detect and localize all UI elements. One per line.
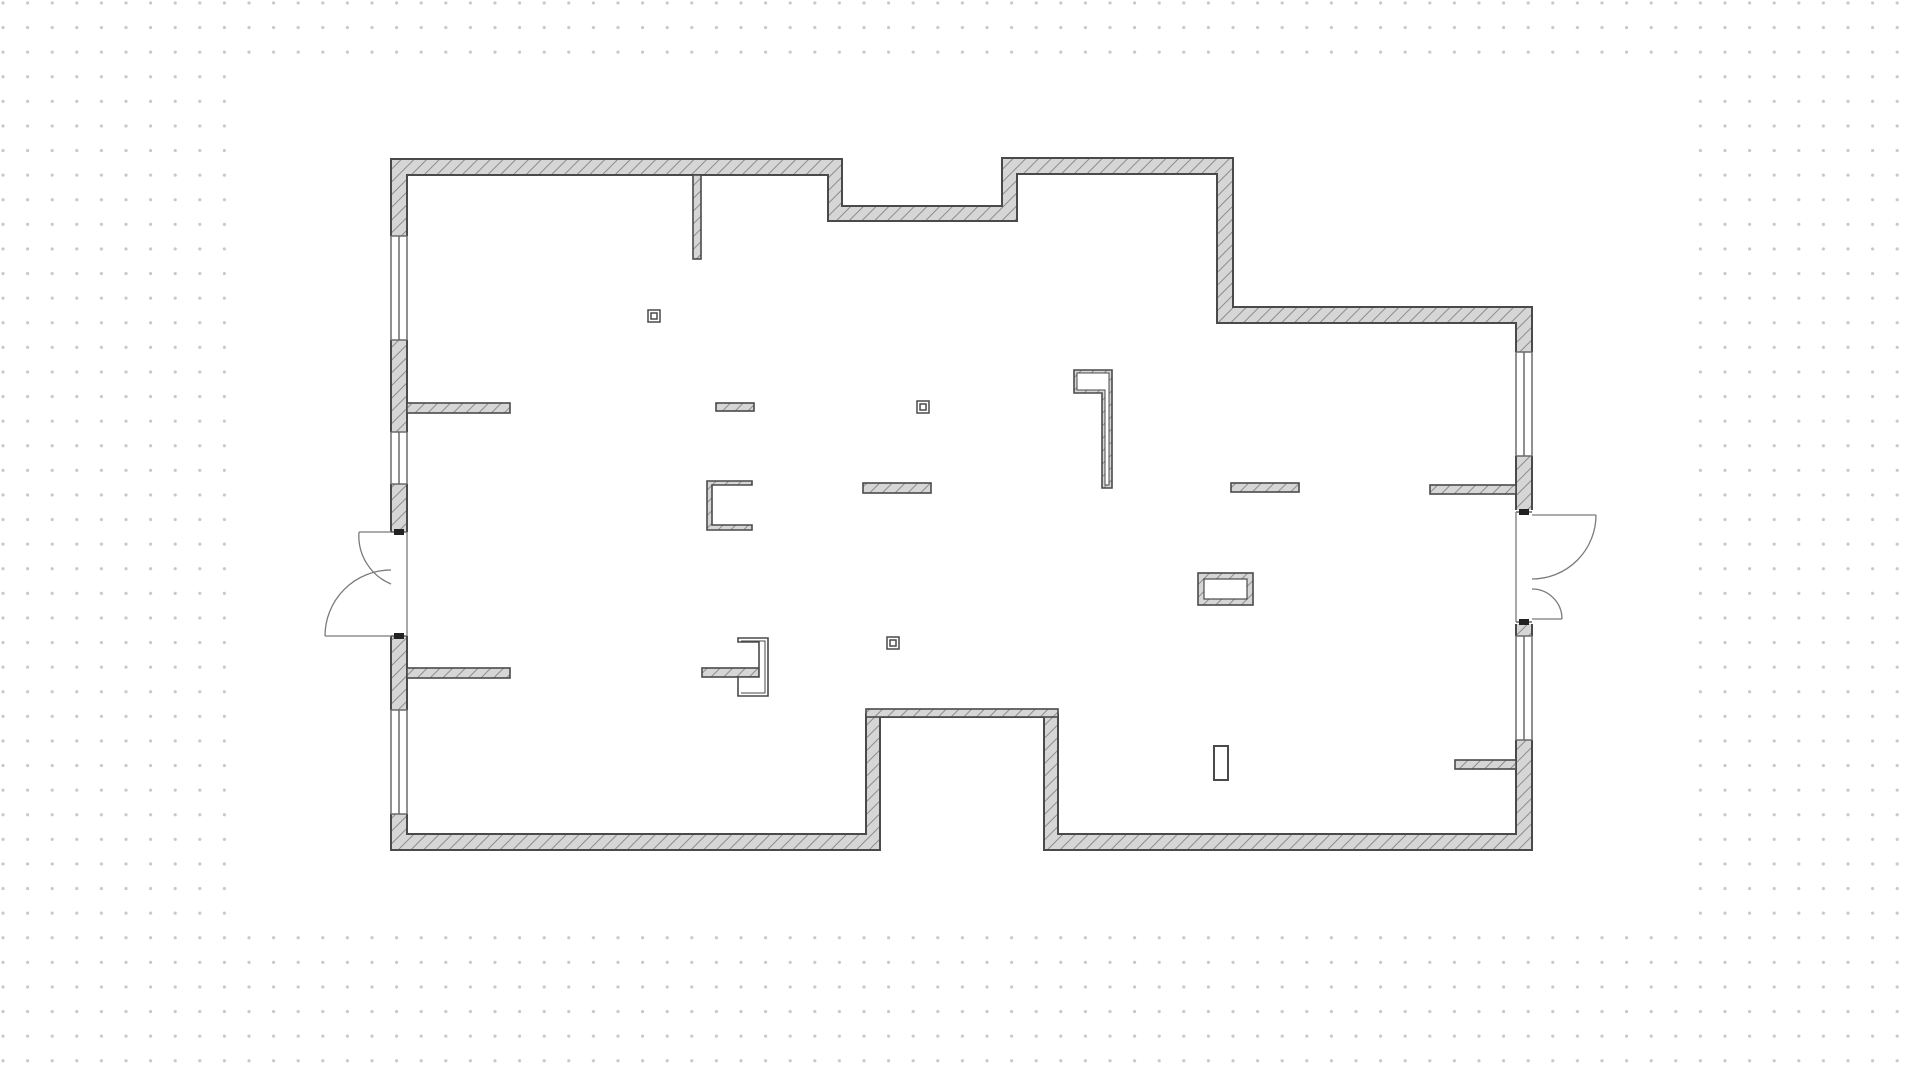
column-3 (886, 636, 900, 650)
window-left-2 (390, 431, 408, 485)
partition-right-upper (1429, 484, 1517, 495)
partition-center (862, 482, 932, 494)
plan-area-white (226, 68, 1693, 923)
fixture-slot-lower-right (1213, 745, 1229, 781)
partition-stub-1 (715, 402, 755, 412)
interior-walls (406, 174, 1517, 770)
j-shaped-fixture (1073, 369, 1113, 489)
partition-left-lower (406, 667, 511, 679)
u-shaped-fixture (706, 480, 753, 531)
partition-top-vertical (692, 174, 702, 260)
window-right-2 (1515, 635, 1533, 741)
window-left-1 (390, 235, 408, 341)
door-left[interactable] (324, 529, 408, 639)
column-2 (916, 400, 930, 414)
windows (390, 235, 1533, 815)
partition-right-lower (1454, 759, 1517, 770)
door-right[interactable] (1515, 509, 1597, 625)
partition-right-center (1230, 482, 1300, 493)
window-right-1 (1515, 351, 1533, 457)
exterior-wall (390, 157, 1533, 851)
columns (647, 309, 930, 650)
l-shaped-fixture (701, 637, 769, 697)
partition-lower-top (865, 708, 1059, 718)
partition-left-upper (406, 402, 511, 414)
window-left-3 (390, 709, 408, 815)
fixture-box-right (1197, 572, 1254, 606)
column-1 (647, 309, 661, 323)
